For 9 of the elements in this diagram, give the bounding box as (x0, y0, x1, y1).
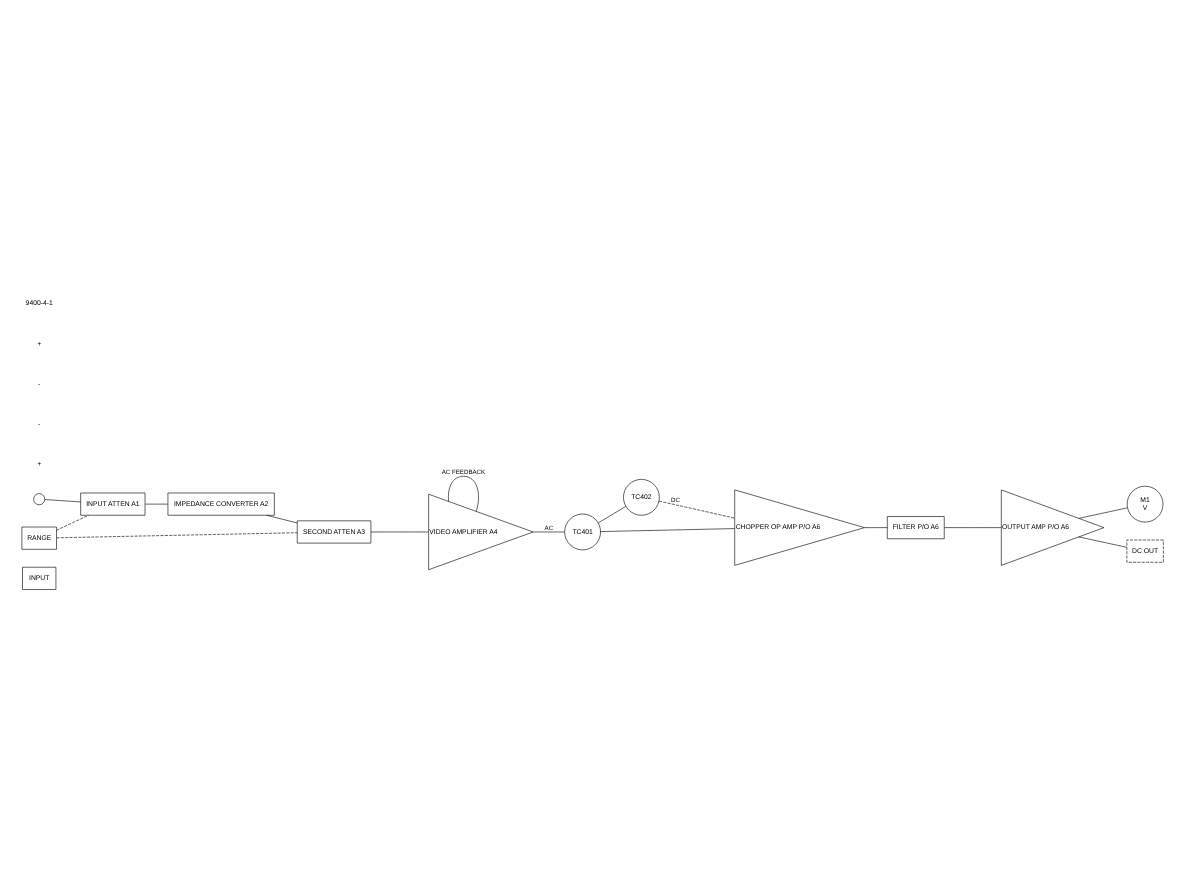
connector (864, 526, 888, 527)
node-circle (33, 492, 46, 505)
connector (1078, 506, 1128, 518)
connector (56, 531, 298, 538)
connector (56, 514, 89, 530)
connector (266, 514, 298, 523)
connector (448, 474, 479, 511)
connector (1078, 535, 1128, 547)
connector (600, 527, 735, 531)
